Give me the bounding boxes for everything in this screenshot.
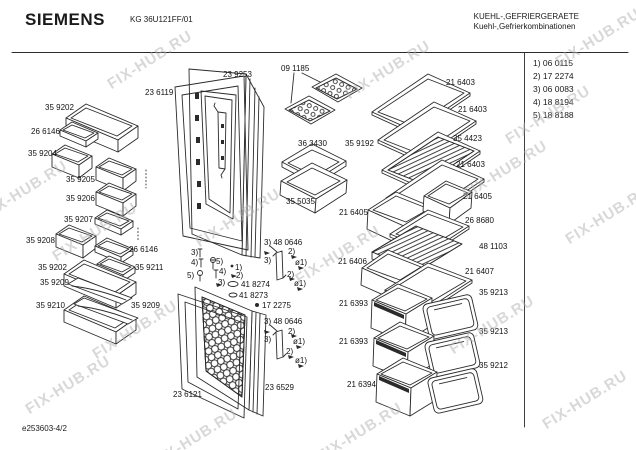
part-label: 2) [287,270,295,279]
part-label: 3) 48 0646 [264,317,303,326]
part-label: 35 9205 [66,175,95,184]
part-label: 35 9204 [28,149,57,158]
part-label: 3) [218,278,226,287]
part-label: 23 9253 [223,70,252,79]
part-label: 21 6393 [339,337,368,346]
part-label: 21 6403 [456,160,485,169]
part-label: 3) [264,335,272,344]
part-label: ø1) [295,258,307,267]
shelf-stack-drawing [371,73,485,221]
fastener-legend: 1) 06 0115 2) 17 2274 3) 06 0083 4) 18 8194… [533,57,574,122]
part-label: 3) [264,256,272,265]
part-label: 21 6406 [338,257,367,266]
part-label: 21 6405 [339,208,368,217]
category-header: KUEHL-,GEFRIERGERAETE Kuehl-,Gefrierkomb… [474,12,579,32]
container-stack-drawing [360,180,473,312]
part-label: 35 9209 [131,301,160,310]
part-label: 35 9213 [479,288,508,297]
part-label: 35 4423 [453,134,482,143]
legend-item: 3) 06 0083 [533,84,574,94]
part-label: 35 9209 [40,278,69,287]
part-label: 2) [288,327,296,336]
part-label: 4) [191,258,199,267]
part-label: 35 9207 [64,215,93,224]
part-label: 26 6146 [129,245,158,254]
part-label: 2) [288,247,296,256]
part-label: 35 9202 [45,103,74,112]
door-bins-drawing [51,103,147,345]
part-label: 1) [235,263,243,272]
part-label: ø1) [295,356,307,365]
ice-cube-trays-drawing [284,72,363,125]
lower-door-drawing [177,286,267,419]
legend-item: 1) 06 0115 [533,58,574,68]
category-line-1: KUEHL-,GEFRIERGERAETE [473,12,579,21]
part-label: 35 9206 [66,194,95,203]
part-label: 41 8274 [241,280,270,289]
brand-logo: SIEMENS [25,10,106,29]
legend-item: 4) 18 8194 [533,97,574,107]
box-355035-drawing [279,162,348,214]
part-label: 35 9213 [479,327,508,336]
part-label: 35 9202 [38,263,67,272]
model-number: KG 36U121FF/01 [130,15,193,24]
part-label: 2) [236,271,244,280]
separator-lines [11,52,629,428]
part-label: ø1) [294,279,306,288]
part-label: 2) [286,347,294,356]
part-label: 36 3430 [298,139,327,148]
part-label: 21 6394 [347,380,376,389]
hardware-drawing [197,245,304,368]
part-label: 4) [219,267,227,276]
part-label: 23 6119 [145,88,174,97]
part-label: 21 6405 [463,192,492,201]
part-label: 21 6407 [465,267,494,276]
part-label: 26 8680 [465,216,494,225]
part-label: 23 6529 [265,383,294,392]
part-label: 35 9210 [36,301,65,310]
part-label: 41 8273 [239,291,268,300]
part-label: 26 6146 [31,127,60,136]
part-label: 5) [216,257,224,266]
part-label: 5) [187,271,195,280]
part-label: 23 6121 [173,390,202,399]
legend-item: 5) 18 8188 [533,110,574,120]
part-label: 3) [191,248,199,257]
part-label: 48 1103 [479,242,508,251]
document-reference: e253603-4/2 [22,424,67,433]
part-label: 35 9208 [26,236,55,245]
part-label: 3) 48 0646 [264,238,303,247]
part-label: 21 6403 [446,78,475,87]
part-label: 17 2275 [262,301,291,310]
drawer-stack-drawing [370,283,485,417]
part-label: 21 6403 [458,105,487,114]
upper-door-drawing [174,68,265,259]
category-line-2: Kuehl-,Gefrierkombinationen [473,22,576,31]
part-label: 09 1185 [281,64,310,73]
part-label: 21 6393 [339,299,368,308]
part-label: 35 9212 [479,361,508,370]
part-label: 35 9211 [135,263,164,272]
part-label: ø1) [293,337,305,346]
part-label: 35 9192 [345,139,374,148]
part-label: 35 5035 [286,197,315,206]
legend-item: 2) 17 2274 [533,71,574,81]
